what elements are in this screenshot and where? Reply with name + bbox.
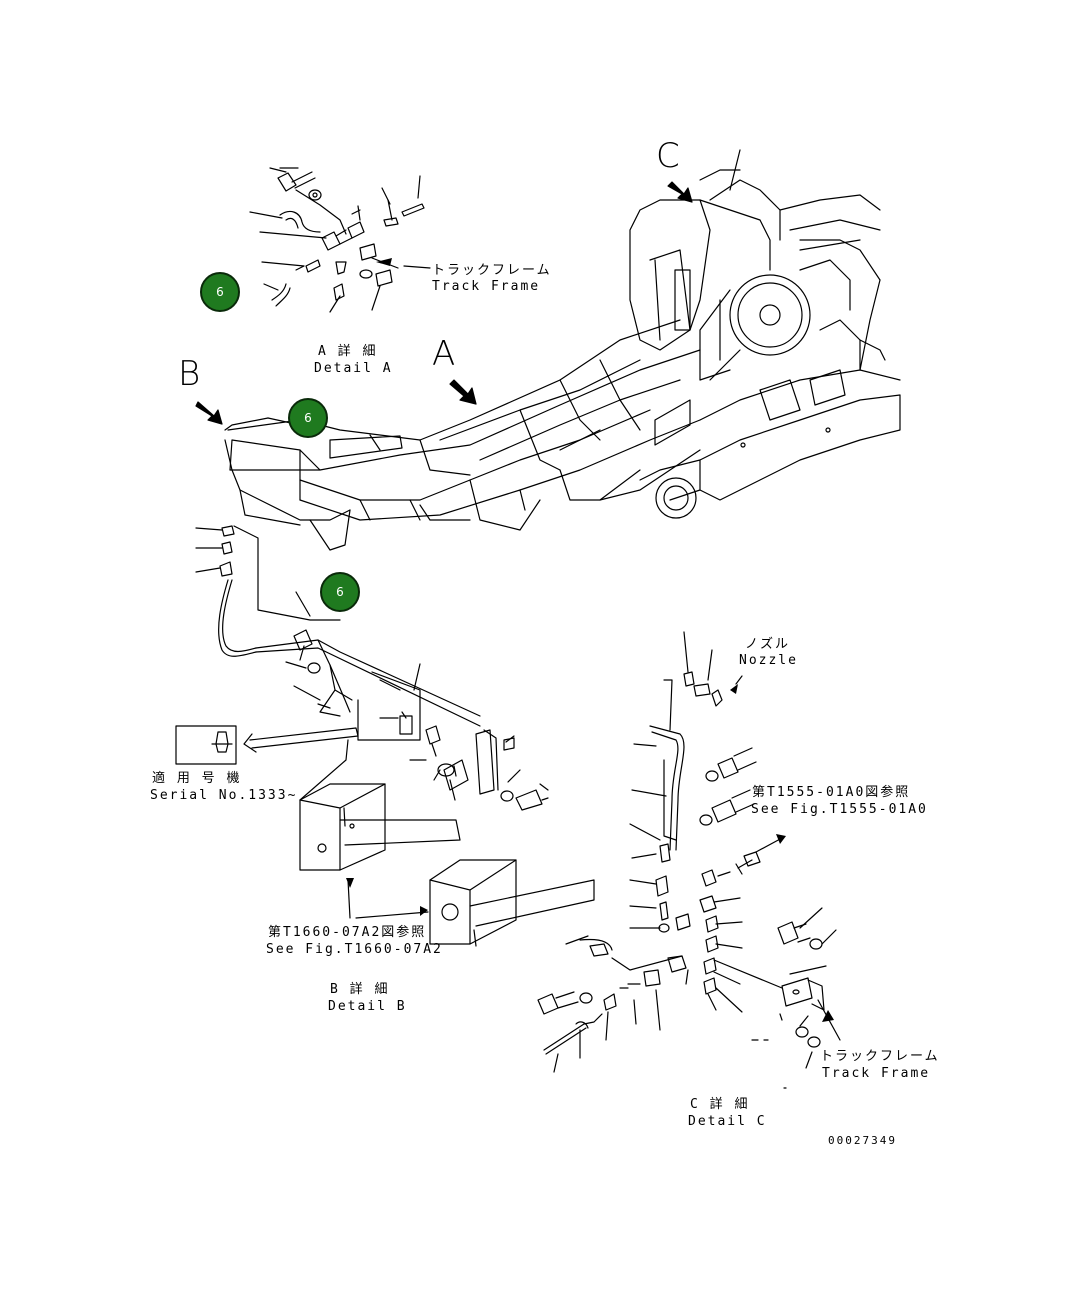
ref1660-en: See Fig.T1660-07A2 — [266, 942, 443, 957]
track-frame-c-jp: トラックフレーム — [820, 1049, 940, 1064]
ref-arrows-b — [346, 878, 428, 916]
ref1660-jp: 第T1660-07A2図参照 — [268, 925, 427, 940]
detail-c-title-en: Detail C — [688, 1114, 767, 1129]
view-arrow-a — [449, 379, 477, 405]
track-frame-arrow-a — [376, 258, 392, 266]
detail-a-parts — [249, 167, 431, 313]
serial-en: Serial No.1333~ — [150, 788, 298, 803]
ref1555-jp: 第T1555-01A0図参照 — [752, 785, 911, 800]
detail-c-title-jp: C 詳 細 — [690, 1097, 750, 1112]
track-frame-a-jp: トラックフレーム — [432, 263, 552, 278]
detail-a-title-en: Detail A — [314, 361, 393, 376]
view-letter-b: B — [178, 354, 201, 394]
detail-b-title-en: Detail B — [328, 999, 407, 1014]
track-frame-assembly — [224, 149, 901, 551]
ref-arrows-c — [730, 684, 834, 1022]
view-letter-c: C — [656, 136, 680, 176]
track-frame-c-en: Track Frame — [822, 1066, 931, 1081]
track-frame-a-en: Track Frame — [432, 279, 541, 294]
nozzle-jp: ノズル — [745, 637, 791, 652]
nozzle-en: Nozzle — [739, 653, 798, 668]
callout-6-detail-a[interactable]: 6 — [200, 272, 240, 312]
detail-a-title-jp: A 詳 細 — [318, 344, 378, 359]
drawing-number: 00027349 — [828, 1134, 897, 1147]
ref1555-en: See Fig.T1555-01A0 — [751, 802, 928, 817]
callout-6-main[interactable]: 6 — [288, 398, 328, 438]
callout-6-detail-b[interactable]: 6 — [320, 572, 360, 612]
detail-b-title-jp: B 詳 細 — [330, 982, 390, 997]
view-arrow-b — [195, 401, 223, 425]
serial-jp: 適 用 号 機 — [152, 771, 242, 786]
detail-b-parts — [175, 525, 595, 947]
view-arrow-c — [667, 181, 693, 203]
view-letter-a: A — [432, 334, 456, 374]
detail-c-parts — [537, 631, 841, 1089]
